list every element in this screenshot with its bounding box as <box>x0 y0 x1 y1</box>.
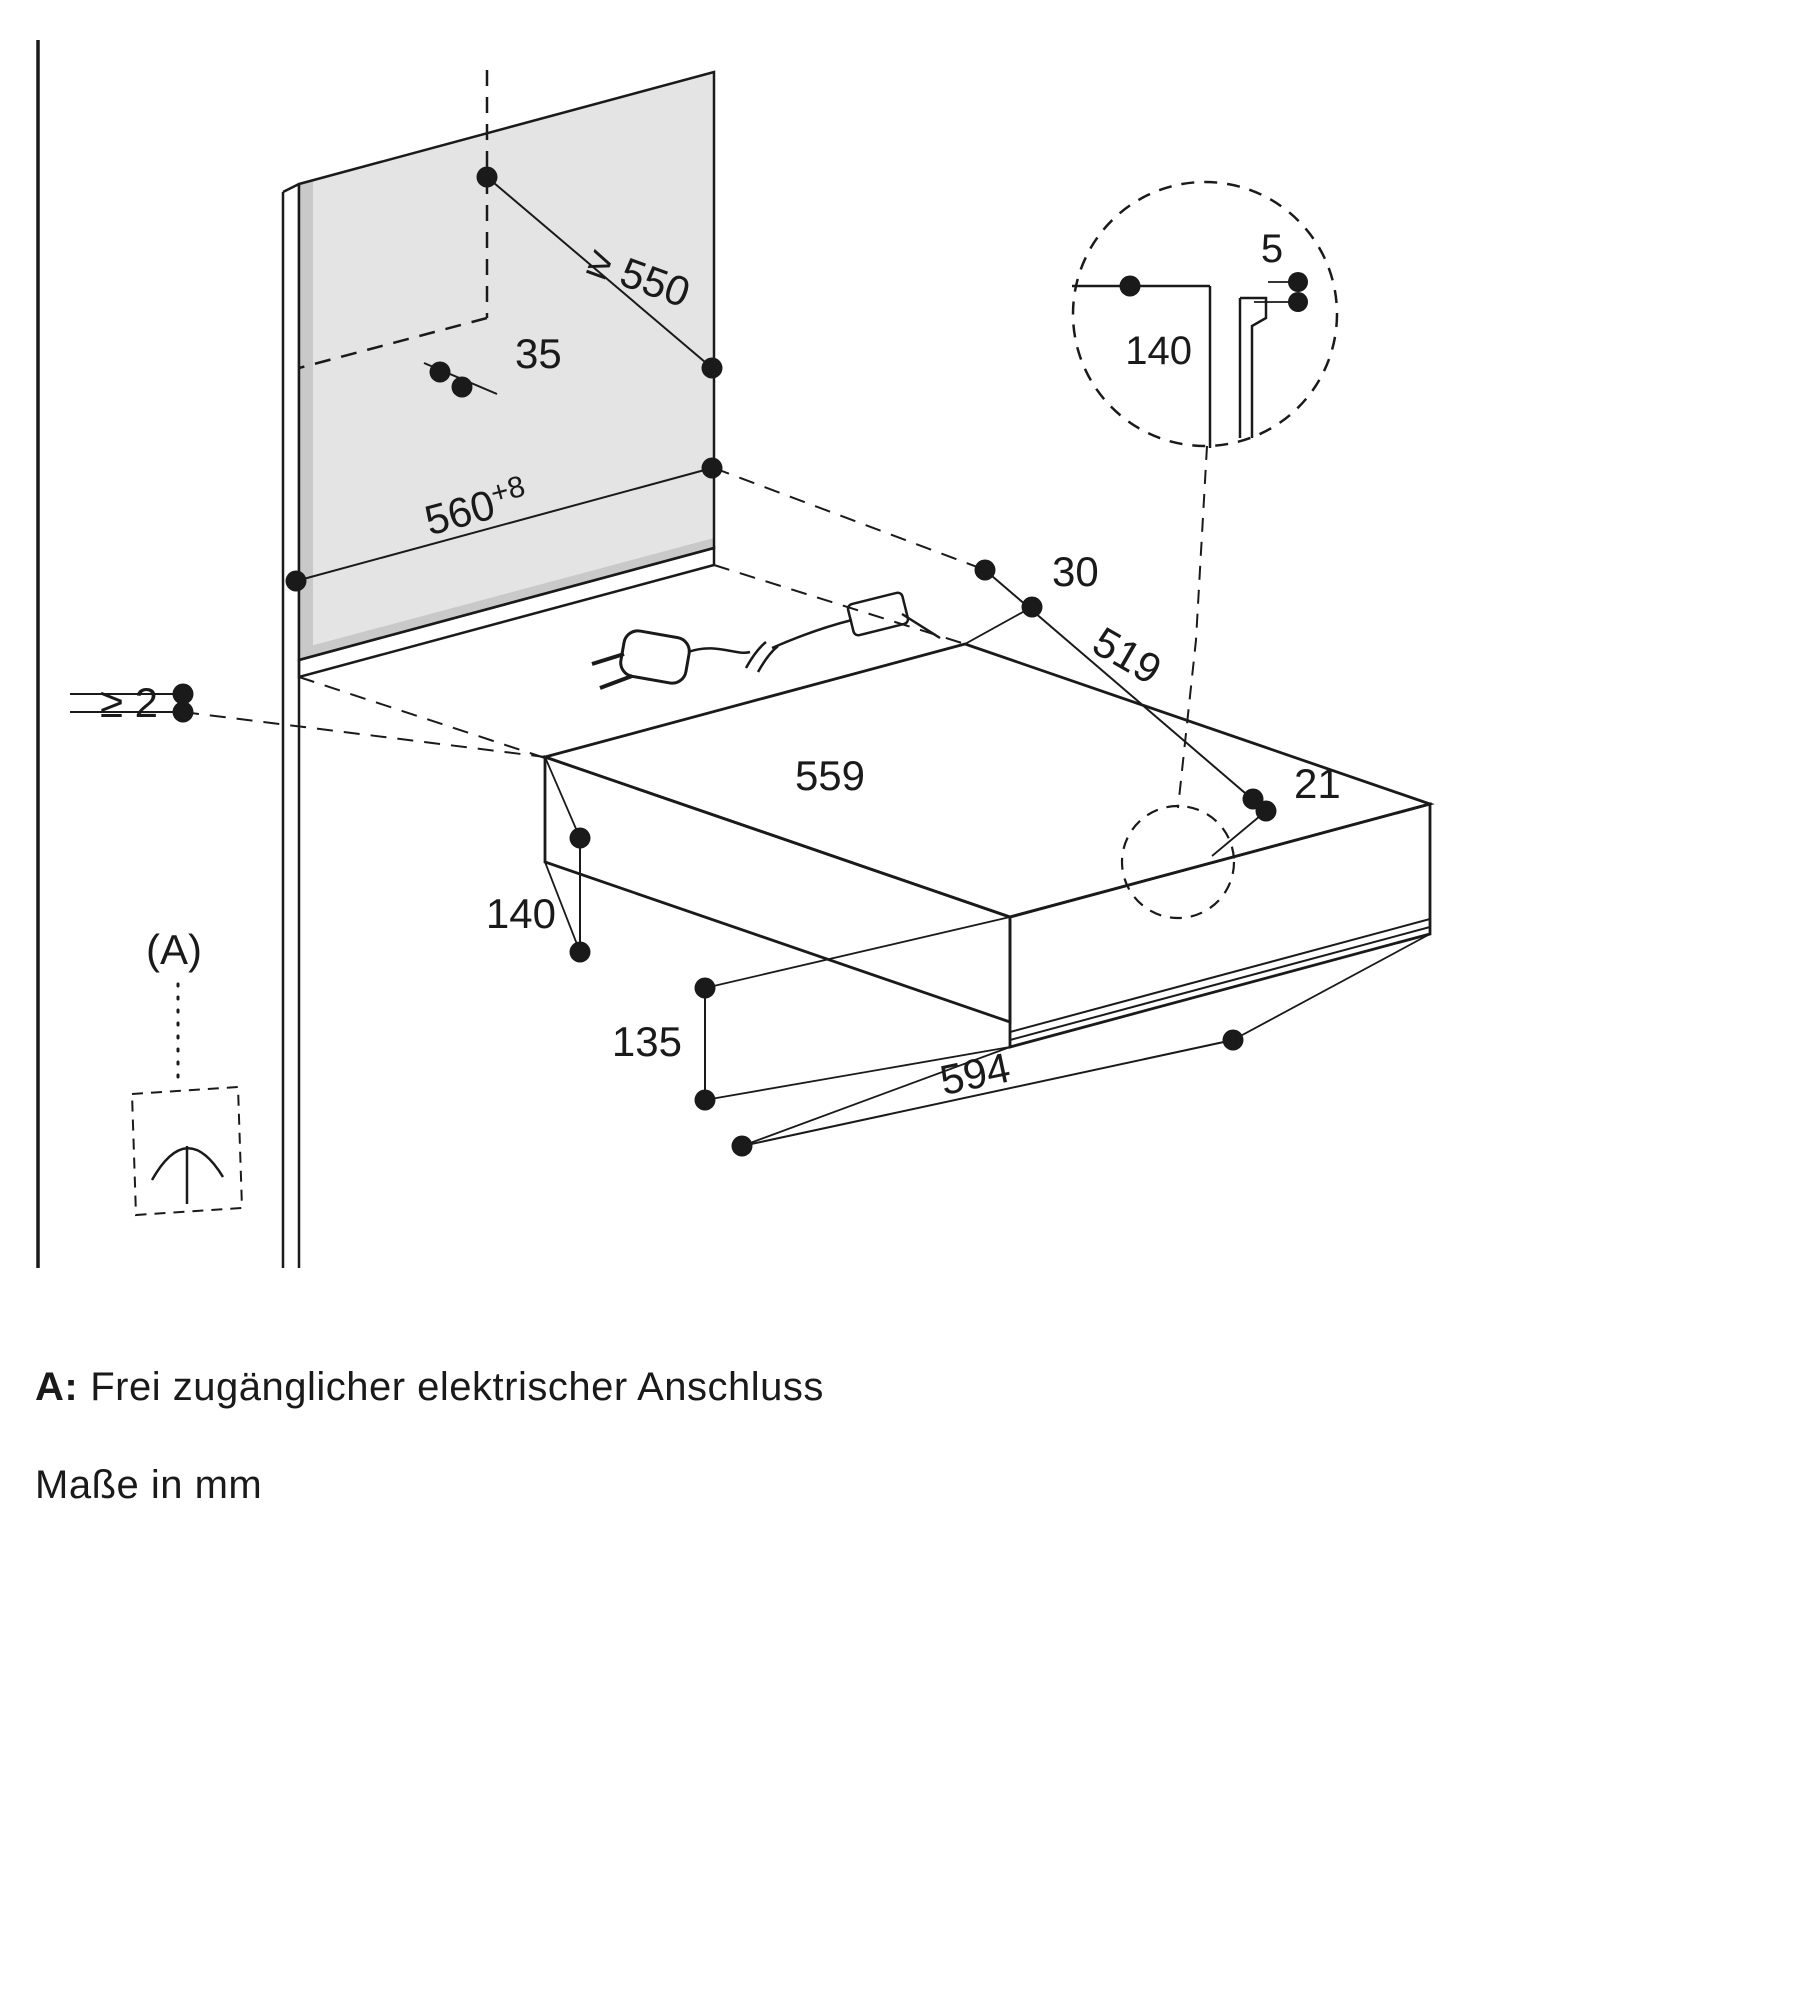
dim-front-height-label: 135 <box>612 1018 682 1065</box>
dim-endpoint-dot <box>701 457 723 479</box>
dim-front-width-label: 594 <box>936 1044 1014 1105</box>
dim-endpoint-dot <box>1288 272 1308 292</box>
extension-line <box>544 861 581 953</box>
dim-endpoint-dot <box>694 1089 716 1111</box>
legend-units: Maße in mm <box>35 1463 262 1507</box>
dim-offset-35: 35 <box>423 330 562 398</box>
dim-endpoint-dot <box>694 977 716 999</box>
projection-lines <box>182 467 986 759</box>
electrical-connection-icon <box>150 1146 225 1204</box>
dim-depth-label: 519 <box>1085 618 1169 694</box>
extension-line <box>964 606 1033 645</box>
dim-front-height: 135 <box>612 916 1011 1111</box>
dim-front-width: 594 <box>731 933 1431 1157</box>
legend-a-prefix: A: <box>35 1365 78 1409</box>
dim-endpoint-dot <box>172 683 194 705</box>
dim-endpoint-dot <box>701 357 723 379</box>
extension-line <box>704 916 1011 989</box>
niche-panel-left-shadow <box>299 181 313 660</box>
extension-line <box>1211 810 1267 857</box>
extension-line <box>544 756 581 839</box>
dim-gap-min: ≥ 2 <box>70 679 194 726</box>
niche-back-panel <box>297 70 716 662</box>
detail-source-circle <box>1120 804 1236 920</box>
extension-line <box>1232 933 1431 1041</box>
projection-line-1 <box>182 711 546 758</box>
plug-prong <box>599 674 633 690</box>
projection-line-4 <box>713 467 986 571</box>
legend: A: Frei zugänglicher elektrischer Anschlu… <box>35 1365 824 1507</box>
dim-endpoint-dot <box>731 1135 753 1157</box>
cord-segment <box>687 647 751 654</box>
plug-prong <box>591 652 625 666</box>
power-cord <box>687 618 853 673</box>
dim-width-label: 559 <box>795 752 865 799</box>
dim-line <box>486 176 713 369</box>
dim-endpoint-dot <box>1021 596 1043 618</box>
dim-rear-gap: 30 <box>964 548 1267 812</box>
plug-body <box>619 629 691 685</box>
connector-body <box>846 591 910 637</box>
construction-dashed-lines <box>298 70 489 370</box>
dim-rear-gap-label: 30 <box>1052 548 1099 595</box>
dim-endpoint-dot <box>569 941 591 963</box>
cord-break-mark <box>744 641 767 669</box>
detail-gap-label: 5 <box>1261 227 1283 271</box>
detail-leader-line <box>1177 445 1208 809</box>
appliance-side-face <box>543 755 1012 1024</box>
niche-panel-bottom-shadow <box>299 538 714 660</box>
dim-endpoint-dot <box>429 361 451 383</box>
dim-endpoint-dot <box>451 376 473 398</box>
dim-line <box>741 1039 1234 1147</box>
marker-a: (A) <box>146 926 202 1088</box>
dim-endpoint-dot <box>974 559 996 581</box>
front-panel-trim-line <box>1009 918 1431 1033</box>
dim-overhang-label: 21 <box>1294 760 1341 807</box>
dim-endpoint-dot <box>285 570 307 592</box>
detail-height-label: 140 <box>1125 329 1192 373</box>
niche-panel-fill <box>299 72 714 660</box>
dashed-back-line <box>298 316 488 370</box>
appliance-front-panel <box>1008 802 1432 1049</box>
dim-endpoint-dot <box>1119 275 1141 297</box>
cord-break-mark <box>756 645 779 673</box>
dim-endpoint-dot <box>1288 292 1308 312</box>
dim-endpoint-dot <box>172 701 194 723</box>
panel-top-edge <box>282 182 300 194</box>
dim-offset-35-label: 35 <box>515 330 562 377</box>
legend-a: A: Frei zugänglicher elektrischer Anschlu… <box>35 1365 824 1409</box>
dim-height-label: 140 <box>486 890 556 937</box>
detail-callout: 140 5 <box>1071 180 1339 448</box>
electrical-connection-box <box>130 1085 244 1217</box>
connector-lead <box>901 612 941 640</box>
dim-depth: 519 <box>1085 618 1169 694</box>
cord-connector <box>846 591 941 640</box>
detail-leader <box>1177 445 1208 809</box>
extension-line <box>704 1046 1011 1101</box>
power-plug-icon <box>591 629 691 690</box>
projection-line-2 <box>298 676 546 759</box>
dim-endpoint-dot <box>569 827 591 849</box>
dim-endpoint-dot <box>1222 1029 1244 1051</box>
appliance: 559 <box>540 642 1435 1049</box>
dim-endpoint-dot <box>476 166 498 188</box>
dim-overhang: 21 <box>1211 760 1341 857</box>
cord-segment <box>771 618 853 650</box>
trim-profile-step <box>1240 296 1268 438</box>
marker-a-label: (A) <box>146 926 202 973</box>
dim-gap-min-label: ≥ 2 <box>100 679 158 726</box>
legend-a-text: Frei zugänglicher elektrischer Anschluss <box>90 1365 824 1409</box>
projection-line-3 <box>713 564 966 645</box>
extension-line <box>741 1046 1011 1147</box>
dim-height: 140 <box>486 756 591 963</box>
dim-line <box>295 467 713 582</box>
detail-circle-outline <box>1071 180 1339 448</box>
front-panel-trim-line <box>1009 926 1431 1041</box>
